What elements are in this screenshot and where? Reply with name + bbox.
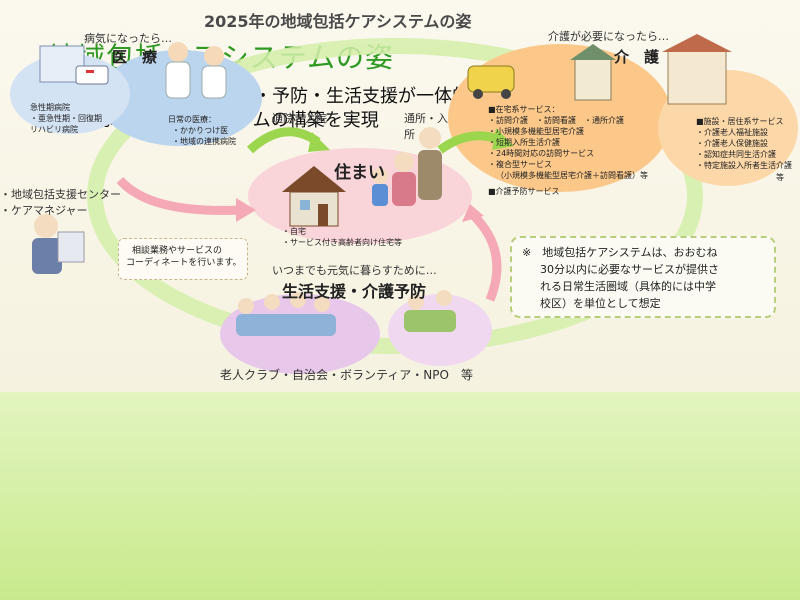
elder-head-icon [314,296,330,312]
coordination-line-1: 相談業務やサービスの [132,246,223,256]
home-service-line-5: ・24時間対応の訪問サービス [488,149,595,158]
note-line-1: ※ 地域包括ケアシステムは、おおむね [522,246,718,259]
diagram-panel: 2025年の地域包括ケアシステムの姿 病気になったら… 医 療 急性期病院 ・亜… [0,0,800,392]
facility-roof-icon [662,34,732,52]
home-service-line-7: （小規模多機能型居宅介護＋訪問看護）等 [496,171,648,180]
vehicle-wheel-icon [501,89,511,99]
care-building-icon [574,57,612,101]
community-groups: 老人クラブ・自治会・ボランティア・NPO 等 [220,368,473,382]
note-box [510,236,776,318]
care-commute-label-1: 通所・入 [404,112,448,125]
child-head-icon [372,168,388,184]
hospital-line-2: ・亜急性期・回復期 [30,114,102,123]
support-center-building-icon [57,231,85,263]
facility-building-icon [667,49,727,105]
house-door-icon [318,204,328,226]
grandmother-body-icon [392,172,416,206]
grandmother-head-icon [394,152,414,172]
support-center-line-1: ・地域包括支援センター [0,188,121,201]
note-line-4: 校区）を単位として想定 [540,297,661,310]
doctor-body-icon [165,61,191,99]
medical-prompt: 病気になったら… [84,32,172,45]
home-service-line-2: ・訪問介護 ・訪問看護 ・通所介護 [488,116,624,125]
life-support-prompt: いつまでも元気に暮らすために… [272,264,437,277]
grandfather-body-icon [418,150,442,200]
house-window-icon [300,200,310,210]
grandfather-head-icon [419,127,441,149]
medical-heading: 医 療 [112,48,158,66]
ambulance-icon [75,65,109,85]
elder-head-icon [238,298,254,314]
note-line-3: れる日常生活圏域（具体的には中学 [540,280,716,293]
coordination-line-2: コーディネートを行います。 [126,258,242,268]
doctor-head-icon [168,42,188,62]
house-body-icon [289,191,339,227]
ambulance-cross-icon [86,70,94,73]
daily-care-line-1: 日常の医療： [168,115,216,124]
daily-care-line-2: ・かかりつけ医 [172,126,229,135]
home-service-line-1: ■在宅系サービス： [488,105,560,114]
life-support-heading: 生活支援・介護予防 [282,282,427,301]
facility-service-line-3: ・介護老人保健施設 [696,139,768,148]
hospital-line-3: リハビリ病院 [30,125,78,134]
housing-item-1: ・自宅 [282,227,306,236]
arrow-head-home-care [492,128,514,150]
support-center-line-2: ・ケアマネジャー [0,204,88,217]
home-service-line-4: ・短期入所生活介護 [488,138,560,147]
home-service-line-6: ・複合型サービス [488,160,552,169]
care-manager-head-icon [34,214,58,238]
arrow-head-life-home [462,204,484,222]
prevention-service: ■介護予防サービス [488,187,560,196]
care-commute-label-2: 所 [404,128,415,141]
arrow-life-to-home [468,210,502,302]
elder-group-icon [236,314,336,336]
nurse-body-icon [201,65,227,99]
arrow-support-to-home [116,176,241,215]
elder-head-icon [290,292,306,308]
housing-item-2: ・サービス付き高齢者向け住宅等 [282,238,402,247]
arrow-head-support-home [236,198,256,222]
care-prompt: 介護が必要になったら… [548,30,669,43]
vehicle-wheel-icon [473,89,483,99]
facility-service-line-5: ・特定施設入所者生活介護 [696,161,792,170]
hospital-line-1: 急性期病院 [30,103,70,112]
facility-service-line-1: ■施設・居住系サービス [696,117,784,126]
volunteer-head-icon [408,294,424,310]
volunteer-group-icon [404,310,456,332]
diagram-title: 2025年の地域包括ケアシステムの姿 [204,12,472,31]
facility-service-line-4: ・認知症共同生活介護 [696,150,776,159]
diagram-background-shapes [10,34,798,374]
arrow-medical-to-home [246,127,321,154]
care-building-roof-icon [570,44,616,60]
coordination-box [118,238,248,280]
care-heading: 介 護 [614,48,660,66]
arrow-head-medical-home [308,132,330,152]
care-vehicle-icon [467,65,515,93]
medical-commute-label: 通院・入院 [272,112,327,125]
house-roof-icon [282,166,346,192]
facility-service-etc: 等 [776,173,784,182]
facility-service-line-2: ・介護老人福祉施設 [696,128,768,137]
nurse-head-icon [204,46,224,66]
home-service-line-3: ・小規模多機能型居宅介護 [488,127,584,136]
housing-heading: 住まい [334,163,385,183]
elder-head-icon [264,294,280,310]
volunteer-head-icon [436,290,452,306]
care-manager-body-icon [32,238,62,274]
note-line-2: 30分以内に必要なサービスが提供さ [540,263,719,276]
child-body-icon [372,184,388,206]
daily-care-line-3: ・地域の連携病院 [172,137,236,146]
